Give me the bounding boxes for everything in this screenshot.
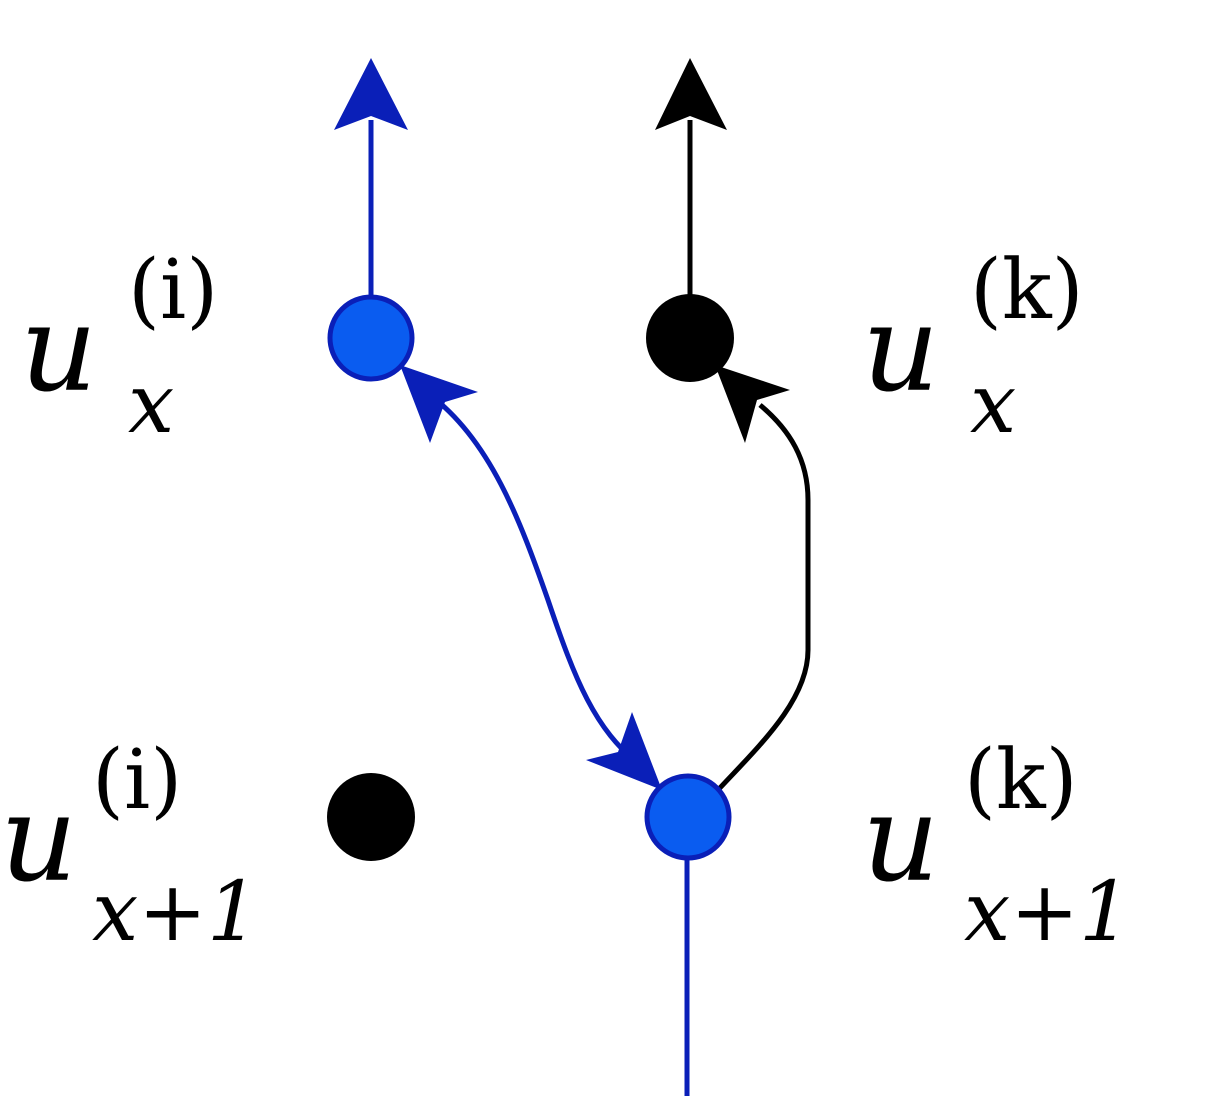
- black-update-arrow: [715, 365, 811, 792]
- blue-output-arrow: [334, 58, 408, 300]
- node-u-x1-k: [644, 773, 732, 861]
- svg-text:u: u: [862, 280, 939, 419]
- svg-text:u: u: [20, 280, 97, 419]
- svg-text:(i): (i): [128, 243, 218, 338]
- node-u-x1-i: [327, 773, 415, 861]
- black-output-arrow: [655, 58, 727, 300]
- label-u-x1-k: u x+1 (k): [862, 733, 1131, 960]
- label-u-x-i: u x (i): [20, 243, 218, 452]
- node-u-x-i: [327, 294, 415, 382]
- label-u-x1-i: u x+1 (i): [0, 733, 259, 960]
- svg-text:x+1: x+1: [92, 865, 259, 960]
- svg-text:(i): (i): [92, 733, 182, 828]
- svg-text:x+1: x+1: [964, 865, 1131, 960]
- svg-text:(k): (k): [964, 733, 1078, 828]
- svg-text:u: u: [0, 770, 77, 909]
- node-u-x-k: [646, 294, 734, 382]
- blue-swap-arrow: [400, 365, 662, 790]
- svg-text:(k): (k): [970, 243, 1084, 338]
- svg-text:u: u: [862, 770, 939, 909]
- svg-text:x: x: [128, 357, 174, 452]
- svg-text:x: x: [970, 357, 1016, 452]
- label-u-x-k: u x (k): [862, 243, 1084, 452]
